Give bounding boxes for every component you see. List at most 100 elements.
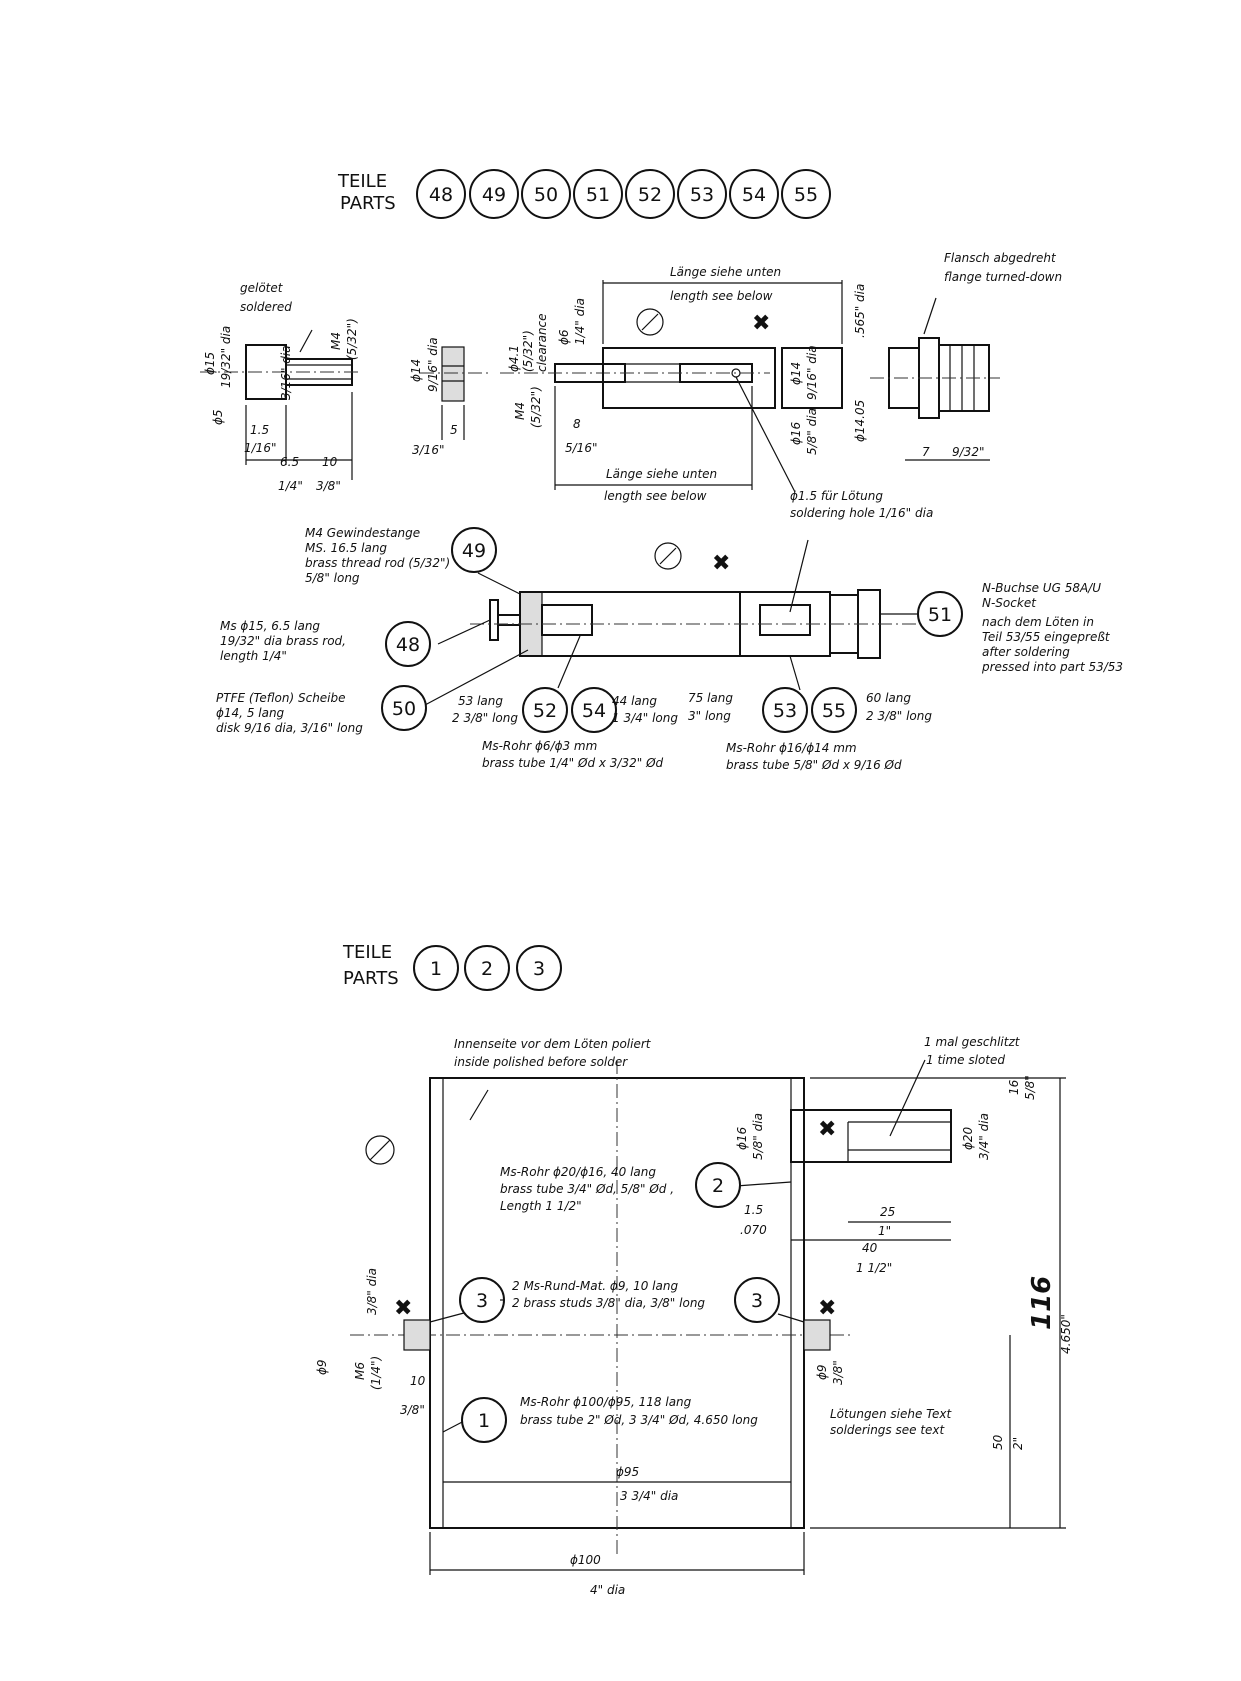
symbol-line (659, 547, 677, 565)
callout-number: 49 (462, 540, 486, 562)
dim-label: ϕ15 (203, 352, 217, 375)
part-number-circle (464, 945, 510, 991)
callout-number: 1 (478, 1410, 490, 1432)
d116-label: 116 (1027, 1276, 1057, 1330)
parts-label: PARTS (343, 968, 399, 989)
flansch-label: Flansch abgedreht (944, 251, 1057, 265)
dim-label: 9/16" dia (426, 337, 440, 392)
dim-label: (5/32") (529, 386, 543, 428)
flange-label: flange turned-down (944, 270, 1062, 284)
part-55-tube (781, 347, 843, 409)
rohr1-label-2: brass tube 2" Ød, 3 3/4" Ød, 4.650 long (520, 1413, 758, 1427)
dim-label: .070 (740, 1223, 767, 1237)
n-label-2: N-Socket (982, 596, 1037, 610)
l60-label-1: 60 lang (866, 691, 911, 705)
l75-label-2: 3" long (688, 709, 731, 723)
dim-label: 10 (322, 455, 338, 469)
length-oben-label: length see below (670, 289, 773, 303)
n-label-1: N-Buchse UG 58A/U (982, 581, 1101, 595)
dim-label: 5/8" dia (805, 408, 819, 455)
callout-number: 51 (928, 604, 952, 626)
callout-number: 53 (773, 700, 797, 722)
callout-number: 48 (396, 634, 420, 656)
part-number-number: 53 (690, 184, 714, 206)
part-54-assembled (759, 604, 811, 636)
mark-cross: ✖ (712, 551, 730, 576)
part-number-number: 49 (482, 184, 506, 206)
callout-circle (385, 621, 431, 667)
symbol-circle (654, 542, 682, 570)
dim-label: 3/8" (316, 479, 341, 493)
studs-label-2: 2 brass studs 3/8" dia, 3/8" long (512, 1296, 705, 1310)
laenge-oben-label: Länge siehe unten (670, 265, 781, 279)
part-number-number: 50 (534, 184, 558, 206)
n-label-6: pressed into part 53/53 (981, 660, 1123, 674)
part-number-circle (573, 169, 623, 219)
dim-label: ϕ6 (557, 329, 571, 345)
part-number-circle (625, 169, 675, 219)
d95-label: ϕ95 (616, 1465, 639, 1479)
rohr2-label-3: Length 1 1/2" (500, 1199, 582, 1213)
length-unten-label: length see below (604, 489, 707, 503)
leader-line (889, 1059, 926, 1137)
l60-label-2: 2 3/8" long (866, 709, 932, 723)
laenge-unten-label: Länge siehe unten (606, 467, 717, 481)
leader-line (923, 297, 937, 335)
dim-label: ϕ14 (789, 362, 803, 385)
m4-label-2: MS. 16.5 lang (305, 541, 387, 555)
ptfe-label-2: ϕ14, 5 lang (216, 706, 285, 720)
dim-label: 1/4" dia (573, 298, 587, 345)
studs-label-1: 2 Ms-Rund-Mat. ϕ9, 10 lang (512, 1279, 678, 1293)
leader-line (789, 539, 809, 613)
dim-label: 19/32" dia (219, 326, 233, 388)
dim-label: 16 (1007, 1079, 1021, 1095)
geloted-label: gelötet (240, 281, 284, 295)
d100-label: ϕ100 (570, 1553, 601, 1567)
tube-b-label-2: brass tube 5/8" Ød x 9/16 Ød (726, 758, 902, 772)
part-number-number: 48 (429, 184, 453, 206)
part-number-number: 54 (742, 184, 766, 206)
mark-cross: ✖ (818, 1117, 836, 1142)
symbol-circle (636, 308, 664, 336)
part-number-circle (521, 169, 571, 219)
dim-label: M4 (329, 332, 343, 350)
dim-label: ϕ16 (735, 1126, 749, 1150)
callout-number: 50 (392, 698, 416, 720)
part-51-connector (938, 344, 990, 412)
leader-line (477, 572, 521, 595)
mark-cross: ✖ (752, 311, 770, 336)
rohr1-label-1: Ms-Rohr ϕ100/ϕ95, 118 lang (520, 1395, 692, 1409)
loet-label-1: Lötungen siehe Text (830, 1407, 952, 1421)
dim-label: 1/4" (278, 479, 303, 493)
dim-label: 3/16" dia (279, 345, 293, 400)
tube-a-label-2: brass tube 1/4" Ød x 3/32" Ød (482, 756, 664, 770)
leader-line (424, 649, 529, 706)
dim-label: 9/32" (952, 445, 984, 459)
dim-label: 6.5 (280, 455, 299, 469)
tube-b-label-1: Ms-Rohr ϕ16/ϕ14 mm (726, 741, 857, 755)
ms15-label-3: length 1/4" (220, 649, 287, 663)
dim-label: 1/16" (244, 441, 276, 455)
dim-label: M4 (513, 402, 527, 420)
part-number-number: 1 (430, 958, 442, 980)
leader-line (735, 1181, 792, 1187)
dim-label: 3/16" (412, 443, 444, 457)
teile-label: TEILE (337, 171, 387, 192)
callout-circle (381, 685, 427, 731)
top-detail-drawing: gelötet soldered ϕ15 19/32" dia 3/16" di… (200, 251, 1062, 520)
dim-label: 10 (410, 1374, 426, 1388)
slot-label-2: 1 time sloted (926, 1053, 1005, 1067)
callout-number: 52 (533, 700, 557, 722)
innen-label-1: Innenseite vor dem Löten poliert (454, 1037, 652, 1051)
dim-label: 40 (862, 1241, 878, 1255)
part-3-stud-left (403, 1319, 431, 1351)
callout-circle (762, 687, 808, 733)
dim-label: 1.5 (744, 1203, 763, 1217)
l44-label-2: 1 3/4" long (612, 711, 678, 725)
